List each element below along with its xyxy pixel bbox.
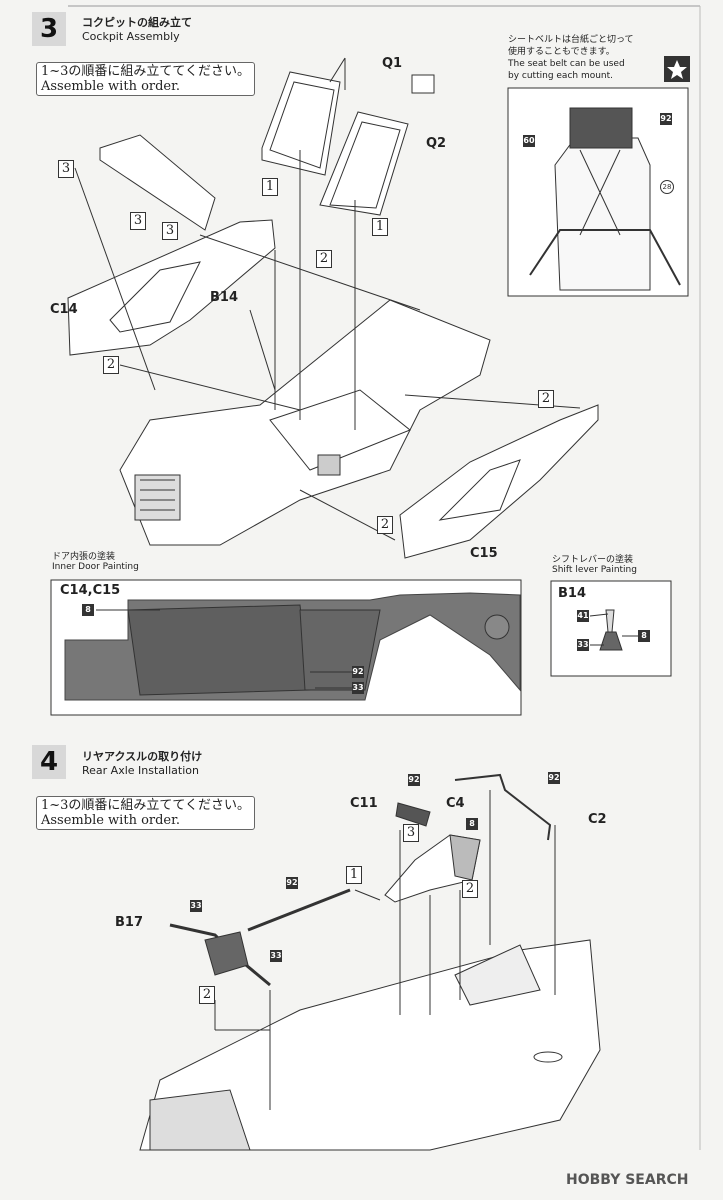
part-label-c15: C15 [470, 546, 498, 561]
step-title-en: Cockpit Assembly [82, 30, 180, 43]
shift-part-label: B14 [558, 586, 586, 601]
order-marker-2: 2 [462, 880, 478, 898]
order-marker-3: 3 [403, 824, 419, 842]
color-code-92: 92 [408, 774, 420, 786]
step-title-jp: リヤアクスルの取り付け [82, 750, 203, 763]
door-parts-label: C14,C15 [60, 583, 121, 598]
seatbelt-note-line: シートベルトは台紙ごと切って [508, 35, 634, 45]
color-code-8: 8 [82, 604, 94, 616]
color-code-92: 92 [548, 772, 560, 784]
color-code-8: 8 [638, 630, 650, 642]
step-number-badge: 3 [32, 12, 66, 46]
order-marker-1: 1 [346, 866, 362, 884]
seatbelt-note-line: 使用することもできます。 [508, 47, 615, 57]
door-painting-title-en: Inner Door Painting [52, 562, 139, 572]
color-code-41: 41 [577, 610, 589, 622]
order-marker-2: 2 [538, 390, 554, 408]
assembly-order-note: 1~3の順番に組み立ててください。 Assemble with order. [36, 796, 256, 830]
step-title-jp: コクピットの組み立て [82, 16, 192, 29]
color-code-33: 33 [190, 900, 202, 912]
seatbelt-note: シートベルトは台紙ごと切って 使用することもできます。 The seat bel… [508, 34, 634, 82]
note-jp: 1~3の順番に組み立ててください。 [41, 798, 251, 813]
order-marker-2: 2 [199, 986, 215, 1004]
color-code-60: 60 [523, 135, 535, 147]
part-label-q2: Q2 [426, 136, 447, 151]
order-marker-3: 3 [130, 212, 146, 230]
order-marker-3: 3 [58, 160, 74, 178]
color-code-92: 92 [660, 113, 672, 125]
note-en: Assemble with order. [41, 79, 181, 94]
order-marker-2: 2 [316, 250, 332, 268]
assembly-order-note: 1~3の順番に組み立ててください。 Assemble with order. [36, 62, 256, 96]
color-code-28: 28 [660, 180, 674, 194]
door-painting-title-jp: ドア内張の塗装 [52, 552, 116, 562]
note-en: Assemble with order. [41, 813, 181, 828]
color-code-33: 33 [352, 682, 364, 694]
order-marker-3: 3 [162, 222, 178, 240]
step-title-en: Rear Axle Installation [82, 764, 199, 777]
order-marker-1: 1 [262, 178, 278, 196]
part-label-q1: Q1 [382, 56, 403, 71]
part-label-b17: B17 [115, 915, 143, 930]
step-number-badge: 4 [32, 745, 66, 779]
part-label-b14: B14 [210, 290, 238, 305]
watermark-logo: HOBBY SEARCH [566, 1172, 689, 1188]
part-label-c4: C4 [446, 796, 465, 811]
part-label-c11: C11 [350, 796, 378, 811]
seatbelt-note-line: The seat belt can be used [508, 59, 625, 69]
part-label-c2: C2 [588, 812, 607, 827]
order-marker-1: 1 [372, 218, 388, 236]
color-code-92: 92 [352, 666, 364, 678]
color-code-8: 8 [466, 818, 478, 830]
order-marker-2: 2 [377, 516, 393, 534]
color-code-33: 33 [270, 950, 282, 962]
color-code-92: 92 [286, 877, 298, 889]
color-code-33: 33 [577, 639, 589, 651]
shift-painting-title-jp: シフトレバーの塗装 [552, 555, 634, 565]
seatbelt-note-line: by cutting each mount. [508, 71, 614, 81]
order-marker-2: 2 [103, 356, 119, 374]
note-jp: 1~3の順番に組み立ててください。 [41, 64, 251, 79]
part-label-c14: C14 [50, 302, 78, 317]
shift-painting-title-en: Shift lever Painting [552, 565, 637, 575]
